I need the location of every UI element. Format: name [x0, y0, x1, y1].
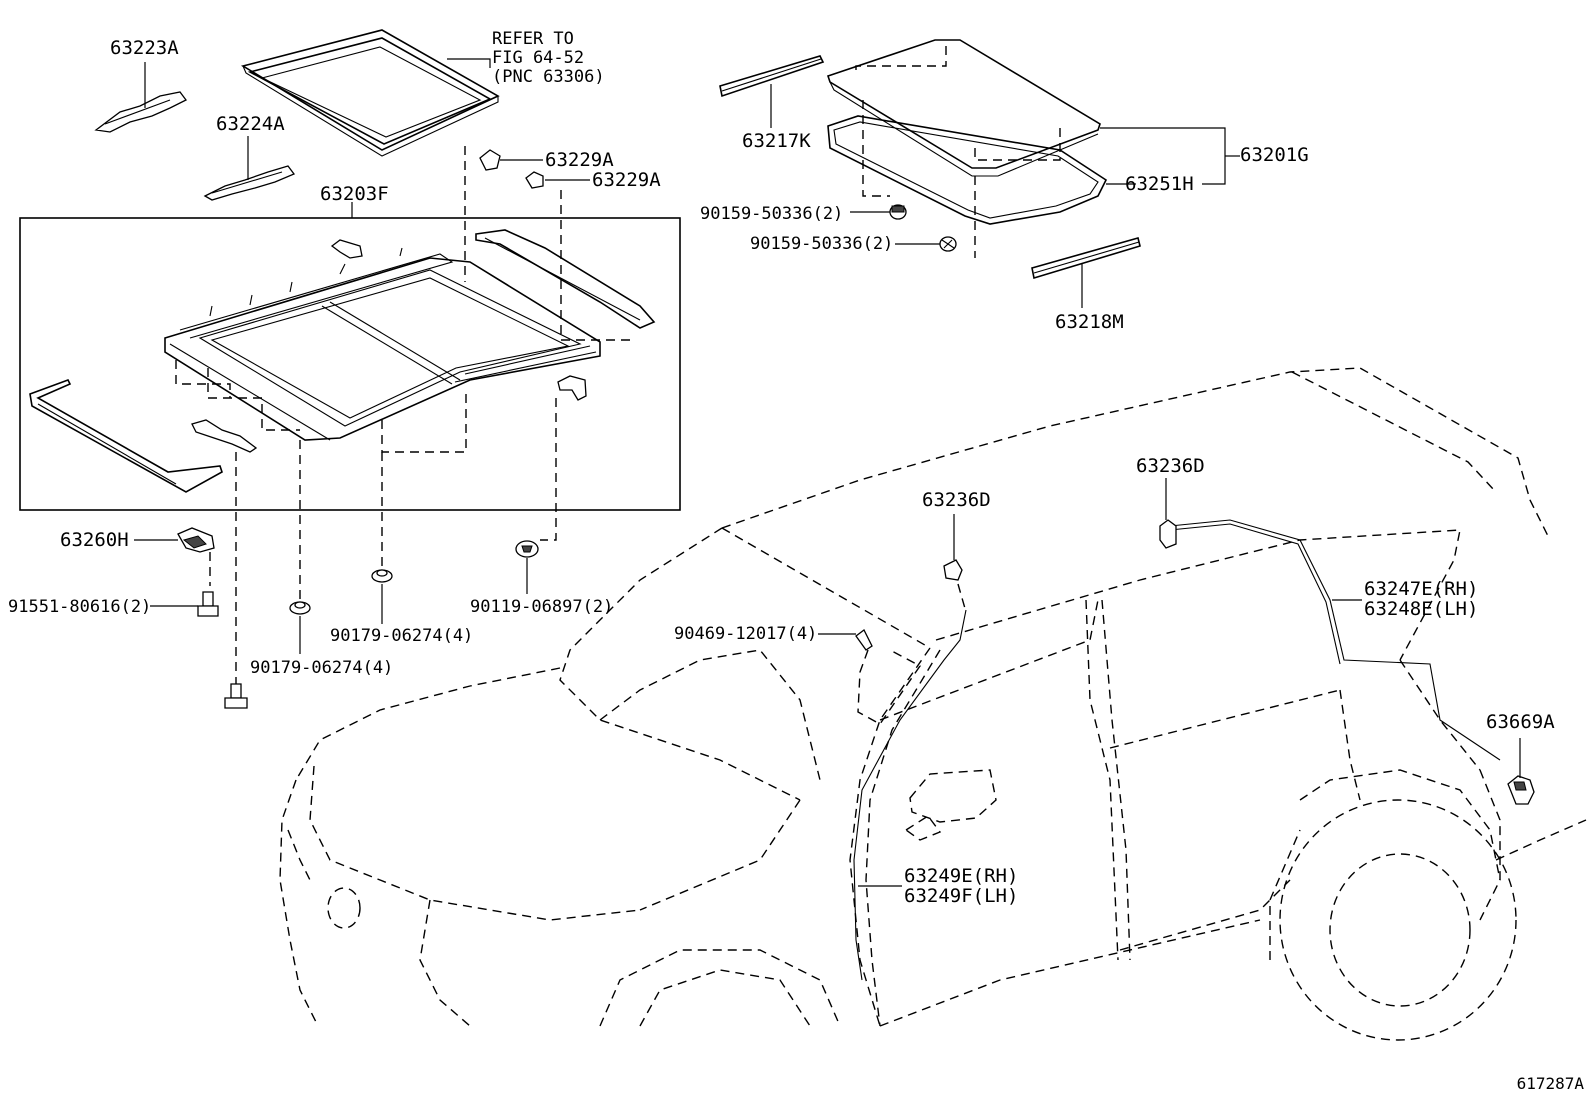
molding-63218M [1031, 237, 1141, 308]
glass-assembly-63201G [826, 39, 1101, 258]
part-label-63203F: 63203F [320, 183, 389, 205]
part-label-63260H: 63260H [60, 529, 129, 551]
part-label-90179-06274-a: 90179-06274(4) [250, 658, 394, 678]
part-label-63201G: 63201G [1240, 144, 1309, 166]
nut-90179-06274-b [371, 569, 393, 624]
clip-63236D-2 [1159, 478, 1177, 549]
clip-63236D-1 [943, 514, 967, 613]
clip-90469-12017 [818, 629, 922, 725]
figure-id: 617287A [1516, 1074, 1584, 1093]
grommet-63669A [1507, 738, 1535, 805]
nut-90179-06274-a [289, 601, 311, 654]
drain-hose-63249E-63249F [853, 609, 967, 981]
part-label-90159-50336-a: 90159-50336(2) [700, 204, 844, 224]
part-label-63236D-2: 63236D [1136, 455, 1205, 477]
part-label-91551-80616: 91551-80616(2) [8, 597, 152, 617]
part-label-63223A: 63223A [110, 37, 179, 59]
bracket-63224A [203, 136, 296, 201]
part-label-63248E-lh: 63248E(LH) [1364, 598, 1479, 620]
frame-assembly-63203F [19, 202, 681, 690]
screw-90159-50336-b [895, 236, 957, 252]
part-label-63218M: 63218M [1055, 311, 1124, 333]
part-label-63247E-rh: 63247E(RH) [1364, 578, 1479, 600]
part-label-63217K: 63217K [742, 130, 811, 152]
part-label-63229A-1: 63229A [545, 149, 614, 171]
refer-text-line3: (PNC 63306) [492, 67, 605, 87]
molding-63217K [719, 55, 825, 128]
part-label-90469-12017: 90469-12017(4) [674, 624, 818, 644]
part-label-90119-06897: 90119-06897(2) [470, 597, 614, 617]
clip-63229A [464, 146, 630, 341]
vehicle-outline [279, 367, 1587, 1041]
part-label-90159-50336-b: 90159-50336(2) [750, 234, 894, 254]
part-label-63251H: 63251H [1125, 173, 1194, 195]
part-label-63249E-rh: 63249E(RH) [904, 865, 1019, 887]
screw-90119-06897 [515, 540, 539, 594]
part-label-63249F-lh: 63249F(LH) [904, 885, 1019, 907]
bracket-63223A [94, 62, 187, 133]
bracket-63201G [1100, 127, 1240, 185]
motor-63260H [134, 527, 215, 586]
refer-text-line2: FIG 64-52 [492, 48, 585, 68]
screw-90159-50336-a [850, 204, 907, 220]
weatherstrip-63251H [827, 115, 1136, 225]
drain-hose-63247E-63248E [1169, 519, 1501, 761]
bolt-bottom-left [224, 683, 248, 709]
sunroof-glass-reference [240, 29, 500, 157]
part-label-90179-06274-b: 90179-06274(4) [330, 626, 474, 646]
part-label-63669A: 63669A [1486, 711, 1555, 733]
part-label-63224A: 63224A [216, 113, 285, 135]
part-label-63236D-1: 63236D [922, 489, 991, 511]
part-label-63229A-2: 63229A [592, 169, 661, 191]
bolt-91551-80616 [150, 591, 219, 617]
refer-text-line1: REFER TO [492, 29, 574, 49]
